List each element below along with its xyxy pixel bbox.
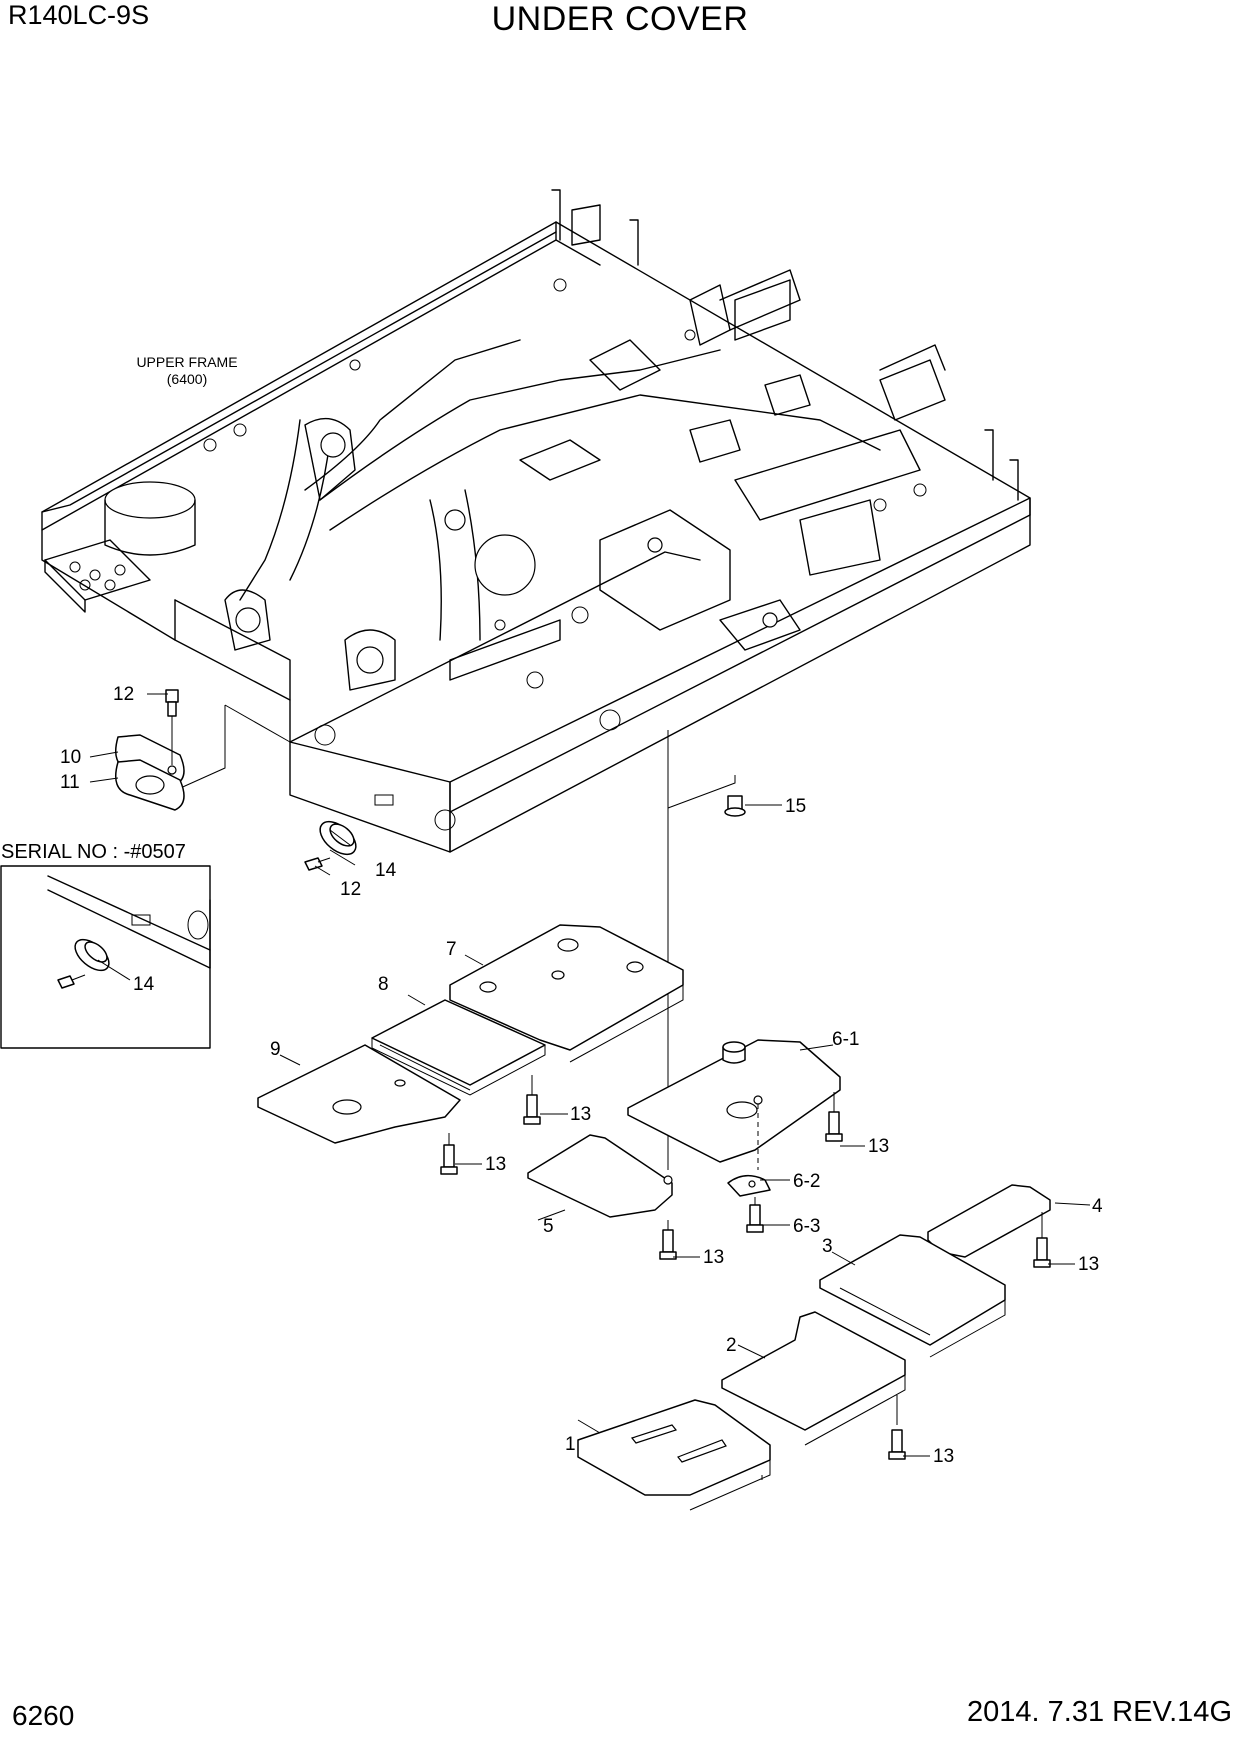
bolt-icon [746, 1197, 764, 1233]
callout-3: 3 [822, 1236, 833, 1257]
bolt-icon [659, 1220, 677, 1260]
serial-inset: SERIAL NO : -#0507 [0, 841, 211, 1049]
model-name: R140LC-9S [8, 0, 150, 30]
bolt-icon [523, 1075, 541, 1125]
callout-6-1: 6-1 [832, 1029, 859, 1050]
callout-11: 11 [60, 772, 80, 793]
callout-1: 1 [565, 1434, 576, 1455]
frame-note-label: UPPER FRAME [136, 354, 237, 370]
serial-label: SERIAL NO : -#0507 [1, 841, 186, 863]
callout-13: 13 [570, 1104, 591, 1125]
callout-13: 13 [933, 1446, 954, 1467]
callout-15: 15 [785, 796, 806, 817]
bolts [440, 1075, 1051, 1460]
callout-9: 9 [270, 1039, 281, 1060]
plate-9 [257, 1044, 461, 1144]
callout-12: 12 [113, 684, 134, 705]
plate-6-1 [627, 1039, 841, 1170]
callout-6-3: 6-3 [793, 1216, 820, 1237]
plate-5 [527, 1134, 673, 1218]
access-cover-14 [304, 820, 357, 871]
bolt-icon [440, 1133, 458, 1175]
upper-frame: UPPER FRAME (6400) [41, 189, 1031, 853]
page-title: UNDER COVER [491, 0, 749, 38]
frame-note-number: (6400) [167, 371, 207, 387]
bolt-icon [825, 1092, 843, 1142]
callout-12: 12 [340, 879, 361, 900]
gasket-assembly-10-11 [115, 689, 185, 811]
callout-2: 2 [726, 1335, 737, 1356]
page-number: 6260 [12, 1700, 75, 1731]
callout-8: 8 [378, 974, 389, 995]
callout-6-2: 6-2 [793, 1171, 820, 1192]
plate-1 [577, 1399, 771, 1511]
callout-leaders [89, 693, 1091, 1457]
callout-13: 13 [485, 1154, 506, 1175]
callout-13: 13 [1078, 1254, 1099, 1275]
callout-10: 10 [60, 747, 81, 768]
callout-7: 7 [446, 939, 457, 960]
callout-4: 4 [1092, 1196, 1103, 1217]
plate-7 [449, 924, 684, 1063]
bolt-icon [888, 1395, 906, 1460]
bolt-icon [1033, 1212, 1051, 1268]
callout-14: 14 [133, 974, 155, 995]
revision-date: 2014. 7.31 REV.14G [967, 1696, 1232, 1728]
plate-8 [371, 999, 546, 1096]
plate-2 [721, 1311, 906, 1446]
plate-4 [927, 1184, 1051, 1258]
callout-13: 13 [703, 1247, 724, 1268]
callout-13: 13 [868, 1136, 889, 1157]
plate-6-2 [727, 1174, 771, 1197]
grommet-15 [724, 795, 746, 817]
callout-14: 14 [375, 860, 397, 881]
callout-5: 5 [543, 1216, 554, 1237]
plate-3 [819, 1234, 1006, 1358]
callout-labels: 1 2 3 4 5 6-1 6-2 6-3 7 8 9 10 11 12 12 … [60, 684, 1103, 1467]
